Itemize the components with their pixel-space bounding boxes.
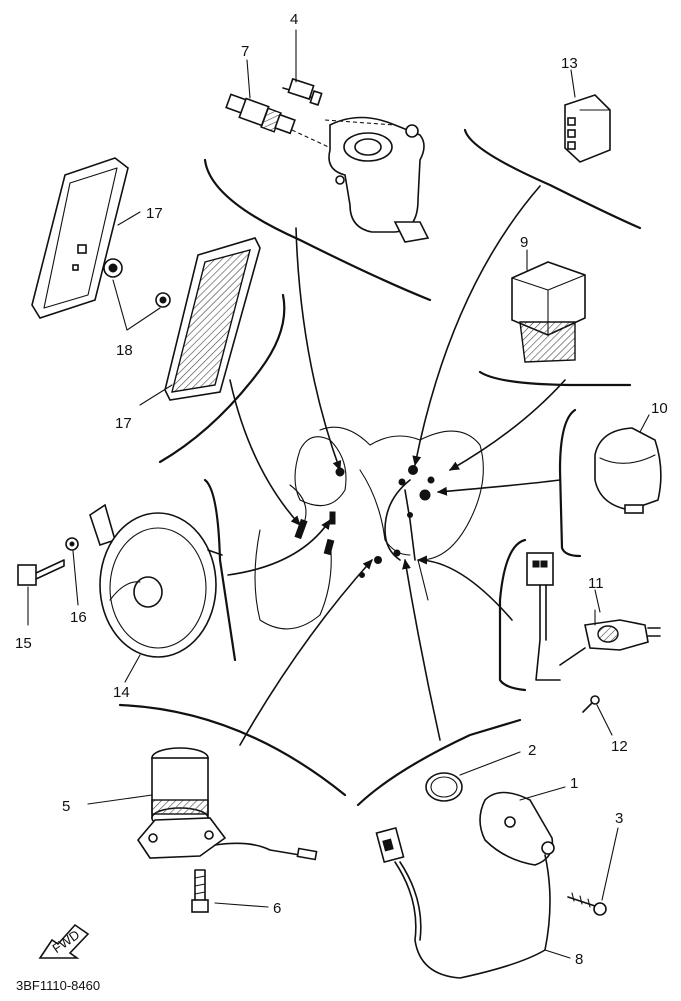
part-6-bolt	[191, 869, 269, 913]
drawing-code: 3BF1110-8460	[16, 978, 100, 993]
callout-7: 7	[241, 43, 249, 60]
callout-4: 4	[290, 11, 298, 28]
part-8-wire-harness	[375, 826, 571, 979]
callout-15: 15	[15, 635, 32, 652]
part-10-unit	[594, 414, 662, 514]
frame-outline	[254, 426, 484, 630]
callout-17-upper: 17	[146, 205, 163, 222]
callout-numbers: 4 7 13 9 10 11 12 17 18 17 15 16 14 2 1 …	[15, 11, 668, 968]
part-18-nuts	[103, 258, 171, 331]
part-9-relay	[511, 249, 586, 363]
part-4-plug-cap	[282, 29, 323, 106]
callout-18: 18	[116, 342, 133, 359]
callout-8: 8	[575, 951, 583, 968]
callout-5: 5	[62, 798, 70, 815]
part-7-sensor	[225, 59, 336, 151]
group-brackets	[118, 128, 642, 807]
callout-14: 14	[113, 684, 130, 701]
callout-13: 13	[561, 55, 578, 72]
switch-housing	[324, 116, 430, 243]
callout-16: 16	[70, 609, 87, 626]
part-12-screw	[582, 695, 613, 736]
callout-9: 9	[520, 234, 528, 251]
part-13-connector	[564, 69, 611, 163]
connector-leader-lines	[227, 185, 566, 746]
callout-11: 11	[588, 575, 604, 592]
callout-3: 3	[615, 810, 623, 827]
part-1-sensor-plate	[479, 786, 566, 866]
callout-10: 10	[651, 400, 668, 417]
part-5-solenoid	[87, 747, 318, 861]
fwd-arrow-symbol: FWD	[38, 923, 90, 959]
part-16-washer	[65, 537, 79, 606]
part-15-bolt	[17, 559, 65, 626]
part-3-screw	[567, 827, 619, 916]
part-17-reflector-b	[139, 237, 261, 406]
part-17-reflector-a	[31, 157, 141, 319]
callout-2: 2	[528, 742, 536, 759]
callout-17-lower: 17	[115, 415, 132, 432]
callout-12: 12	[611, 738, 628, 755]
part-14-horn	[89, 503, 223, 683]
callout-6: 6	[273, 900, 281, 917]
part-11-switch	[526, 552, 661, 681]
callout-1: 1	[570, 775, 578, 792]
part-2-o-ring	[425, 751, 521, 802]
